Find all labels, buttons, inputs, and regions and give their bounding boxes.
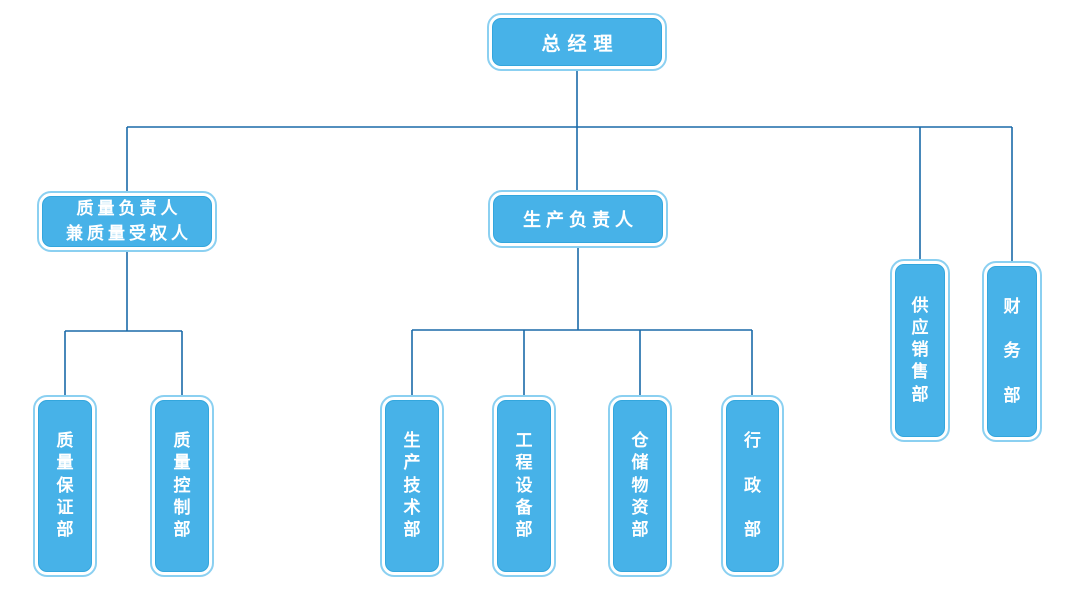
org-node-production-technology-dept-body: 生产技术部 — [385, 400, 439, 572]
org-node-general-manager-body: 总经理 — [492, 18, 662, 66]
org-node-quality-director-body: 质量负责人 兼质量受权人 — [42, 196, 212, 247]
org-node-quality-assurance-dept: 质量保证部 — [33, 395, 97, 577]
org-node-quality-director: 质量负责人 兼质量受权人 — [37, 191, 217, 252]
org-node-production-director: 生产负责人 — [488, 190, 668, 248]
org-node-label: 工程设备部 — [515, 431, 533, 540]
org-node-label: 质量控制部 — [173, 431, 191, 540]
org-node-engineering-equipment-dept-body: 工程设备部 — [497, 400, 551, 572]
org-node-label: 质量保证部 — [56, 431, 74, 540]
org-node-supply-sales-dept: 供应销售部 — [890, 259, 950, 442]
org-node-label-line1: 质量负责人 — [76, 198, 182, 219]
org-node-production-director-body: 生产负责人 — [493, 195, 663, 243]
org-node-administration-dept: 行政部 — [721, 395, 784, 577]
org-node-label-line2: 兼质量受权人 — [66, 223, 192, 244]
org-node-label: 生产负责人 — [523, 210, 638, 231]
org-node-production-technology-dept: 生产技术部 — [380, 395, 444, 577]
org-node-label: 财务部 — [1003, 296, 1021, 406]
org-node-label: 仓储物资部 — [631, 431, 649, 540]
org-node-label: 行政部 — [744, 431, 761, 540]
org-node-general-manager: 总经理 — [487, 13, 667, 71]
org-node-label: 供应销售部 — [911, 295, 929, 405]
org-node-label: 生产技术部 — [403, 431, 421, 540]
org-node-quality-control-dept: 质量控制部 — [150, 395, 214, 577]
org-node-finance-dept: 财务部 — [982, 261, 1042, 442]
org-node-administration-dept-body: 行政部 — [726, 400, 779, 572]
org-node-finance-dept-body: 财务部 — [987, 266, 1037, 437]
org-node-supply-sales-dept-body: 供应销售部 — [895, 264, 945, 437]
org-node-label: 总经理 — [541, 32, 620, 55]
org-node-warehouse-materials-dept-body: 仓储物资部 — [613, 400, 667, 572]
org-node-quality-assurance-dept-body: 质量保证部 — [38, 400, 92, 572]
org-node-warehouse-materials-dept: 仓储物资部 — [608, 395, 672, 577]
org-node-quality-control-dept-body: 质量控制部 — [155, 400, 209, 572]
org-node-engineering-equipment-dept: 工程设备部 — [492, 395, 556, 577]
